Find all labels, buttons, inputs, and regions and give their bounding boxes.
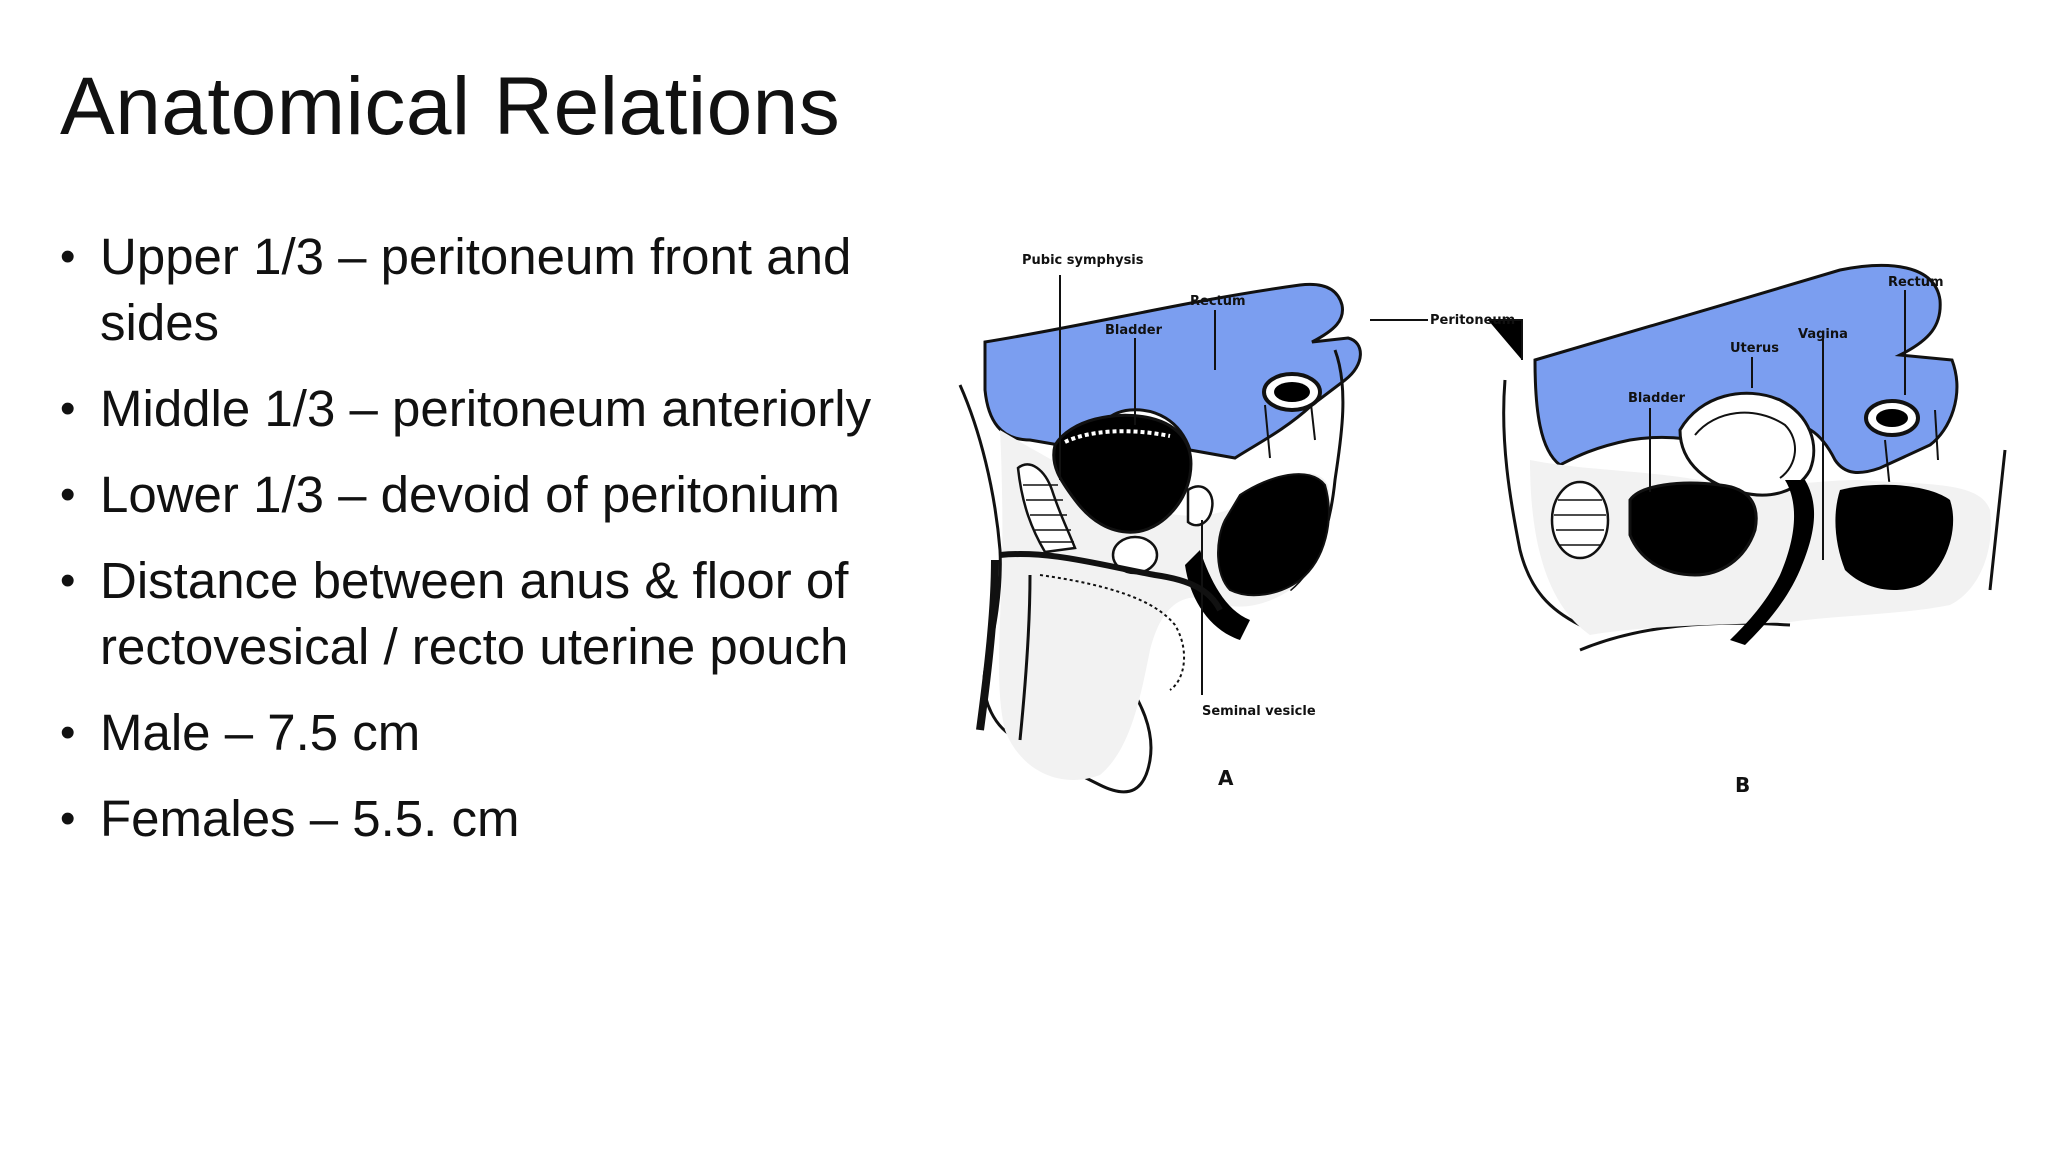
- bullet-item: • Middle 1/3 – peritoneum anteriorly: [58, 376, 938, 442]
- uterus: [1678, 391, 1816, 497]
- bullet-item: • Females – 5.5. cm: [58, 786, 938, 852]
- bullet-item: • Male – 7.5 cm: [58, 700, 938, 766]
- panel-a-male-pelvis: Pubic symphysis Rectum Bladder Peritoneu…: [958, 253, 1523, 794]
- label-uterus: Uterus: [1730, 341, 1779, 356]
- pubic-symphysis-a: [1016, 463, 1077, 554]
- bladder-a: [1052, 413, 1193, 534]
- vagina: [1730, 480, 1815, 645]
- label-pubic-symphysis: Pubic symphysis: [1022, 253, 1144, 268]
- bullet-text: Upper 1/3 – peritoneum front and sides: [100, 228, 852, 351]
- label-seminal-vesicle: Seminal vesicle: [1202, 704, 1316, 719]
- bullet-text: Lower 1/3 – devoid of peritonium: [100, 466, 840, 523]
- bullet-list: • Upper 1/3 – peritoneum front and sides…: [58, 224, 938, 872]
- label-bladder-a: Bladder: [1105, 323, 1163, 338]
- label-rectum-a: Rectum: [1190, 294, 1246, 309]
- pelvic-anatomy-figure: Pubic symphysis Rectum Bladder Peritoneu…: [958, 253, 2007, 797]
- bladder-b: [1628, 481, 1758, 577]
- bullet-dot-icon: •: [60, 556, 76, 605]
- bullet-dot-icon: •: [60, 384, 76, 433]
- panel-label-a: A: [1218, 766, 1234, 790]
- peritoneum-region-b: [1533, 264, 1959, 474]
- bullet-text: Middle 1/3 – peritoneum anteriorly: [100, 380, 872, 437]
- label-bladder-b: Bladder: [1628, 391, 1686, 406]
- bullet-text: Females – 5.5. cm: [100, 790, 520, 847]
- bullet-text: Distance between anus & floor of rectove…: [100, 552, 849, 675]
- bullet-dot-icon: •: [60, 794, 76, 843]
- panel-b-female-pelvis: Rectum Vagina Uterus Bladder B: [1502, 264, 2007, 797]
- bullet-dot-icon: •: [60, 708, 76, 757]
- bullet-dot-icon: •: [60, 470, 76, 519]
- rectum-lower-b: [1835, 484, 1954, 590]
- label-vagina: Vagina: [1798, 327, 1848, 342]
- slide-title: Anatomical Relations: [60, 61, 841, 152]
- bullet-text: Male – 7.5 cm: [100, 704, 421, 761]
- pubic-symphysis-b: [1550, 480, 1610, 560]
- panel-label-b: B: [1735, 773, 1750, 797]
- bullet-item: • Distance between anus & floor of recto…: [58, 548, 938, 680]
- rectum-lower-a: [1217, 473, 1330, 597]
- label-rectum-b: Rectum: [1888, 275, 1944, 290]
- bullet-dot-icon: •: [60, 232, 76, 281]
- bullet-item: • Upper 1/3 – peritoneum front and sides: [58, 224, 938, 356]
- label-peritoneum: Peritoneum: [1430, 313, 1515, 328]
- bullet-item: • Lower 1/3 – devoid of peritonium: [58, 462, 938, 528]
